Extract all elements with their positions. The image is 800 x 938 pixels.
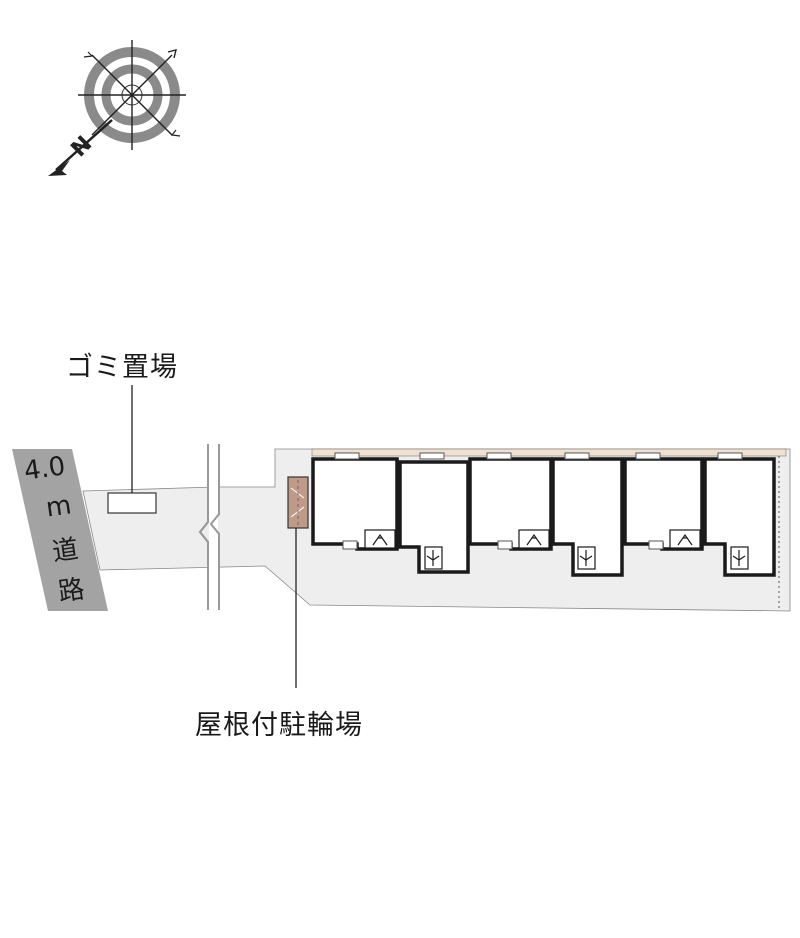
garbage-station-label: ゴミ置場 [66, 352, 178, 383]
unit-6 [703, 457, 776, 577]
compass-icon [48, 40, 186, 176]
unit-4 [551, 457, 624, 577]
bicycle-parking [287, 476, 309, 529]
road [12, 449, 108, 611]
unit-2 [398, 460, 470, 574]
break-line [198, 444, 220, 610]
bicycle-parking-label: 屋根付駐輪場 [195, 710, 363, 741]
garbage-station [107, 492, 157, 514]
